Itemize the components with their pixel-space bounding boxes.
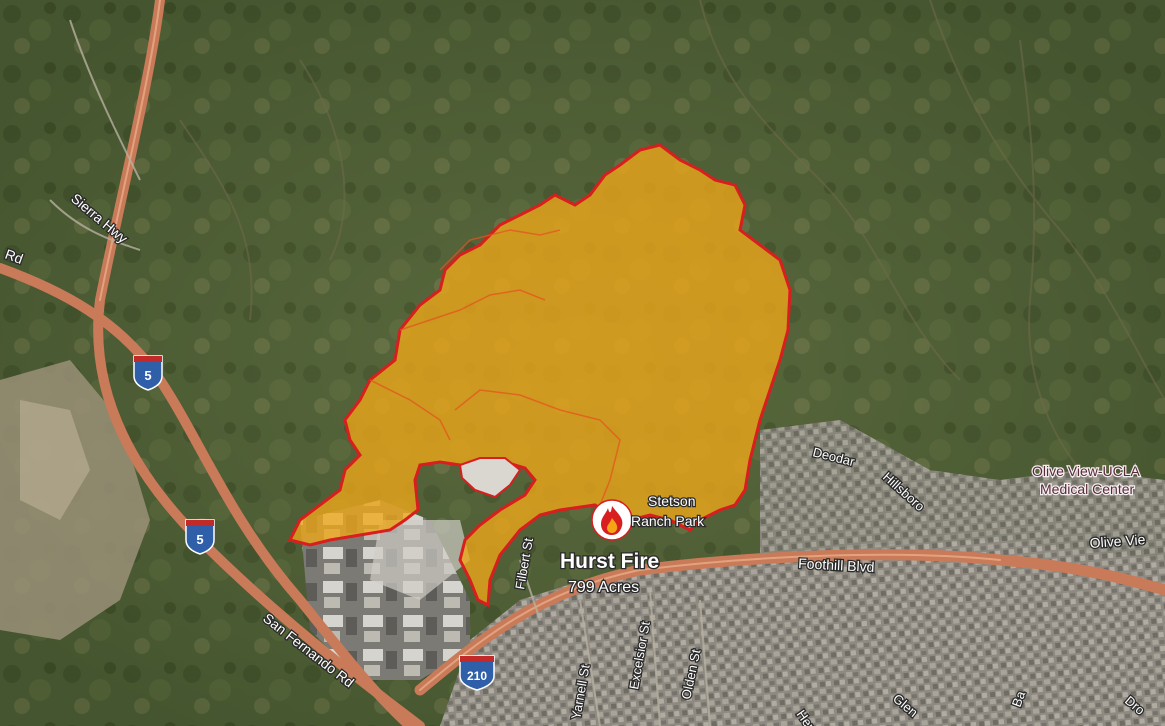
i5-shield-south: 5 [185,519,215,555]
road-label-olive-view: Olive Vie [1089,531,1146,551]
i5-shield-north-number: 5 [144,368,151,383]
medical-center-label-line2: Medical Center [1040,481,1134,497]
urban-area-south [440,540,1165,726]
dirt-area-2 [20,400,90,520]
medical-center-label-line1: Olive View-UCLA [1032,463,1141,479]
fire-acres-label: 799 Acres [568,579,639,596]
road-label-rd: Rd [3,246,25,267]
park-label-line2: Ranch Park [631,513,705,529]
i210-shield-number: 210 [467,669,487,683]
unburned-island [458,457,522,499]
progression-lines [369,229,621,506]
i5-shield-north: 5 [133,355,163,391]
fire-name-label: Hurst Fire [560,550,659,573]
road-label-foothill: Foothill Blvd [798,555,875,575]
urban-area-east [760,420,1165,570]
fire-icon[interactable] [591,499,633,541]
park-label-line1: Stetson [648,493,695,509]
i5-shield-south-number: 5 [196,532,203,547]
local-roads [49,19,711,726]
i210-shield: 210 [459,655,495,691]
road-label-ba: Ba [1009,688,1029,709]
industrial-area-2 [370,520,470,600]
ridgelines [179,0,1165,471]
